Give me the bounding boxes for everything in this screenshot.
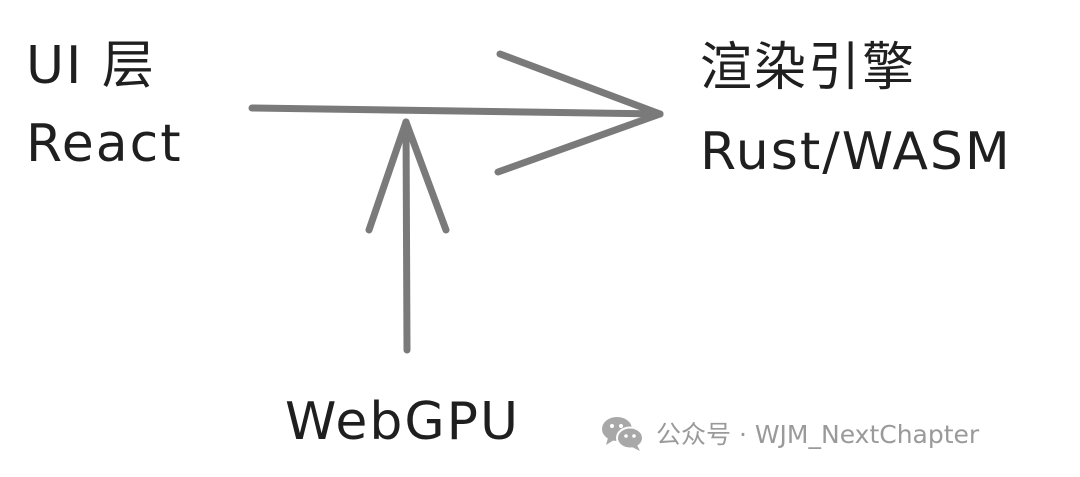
- gpu-arrow-shaft: [402, 118, 411, 354]
- ui-layer-title: UI 层: [26, 36, 156, 96]
- gpu-arrow-head-left: [365, 118, 410, 234]
- ui-to-engine-arrow-shaft: [248, 104, 664, 118]
- ui-to-engine-arrow-head-upper: [496, 50, 664, 118]
- ui-layer-subtitle: React: [26, 114, 183, 174]
- ui-to-engine-arrow-head-lower: [494, 110, 664, 176]
- watermark: 公众号 · WJM_NextChapter: [600, 414, 979, 452]
- gpu-label: WebGPU: [285, 392, 521, 452]
- engine-title: 渲染引擎: [700, 38, 917, 98]
- gpu-arrow-head-right: [402, 118, 450, 234]
- watermark-text: 公众号 · WJM_NextChapter: [656, 420, 980, 449]
- engine-subtitle: Rust/WASM: [700, 122, 1012, 182]
- wechat-icon: [600, 414, 646, 452]
